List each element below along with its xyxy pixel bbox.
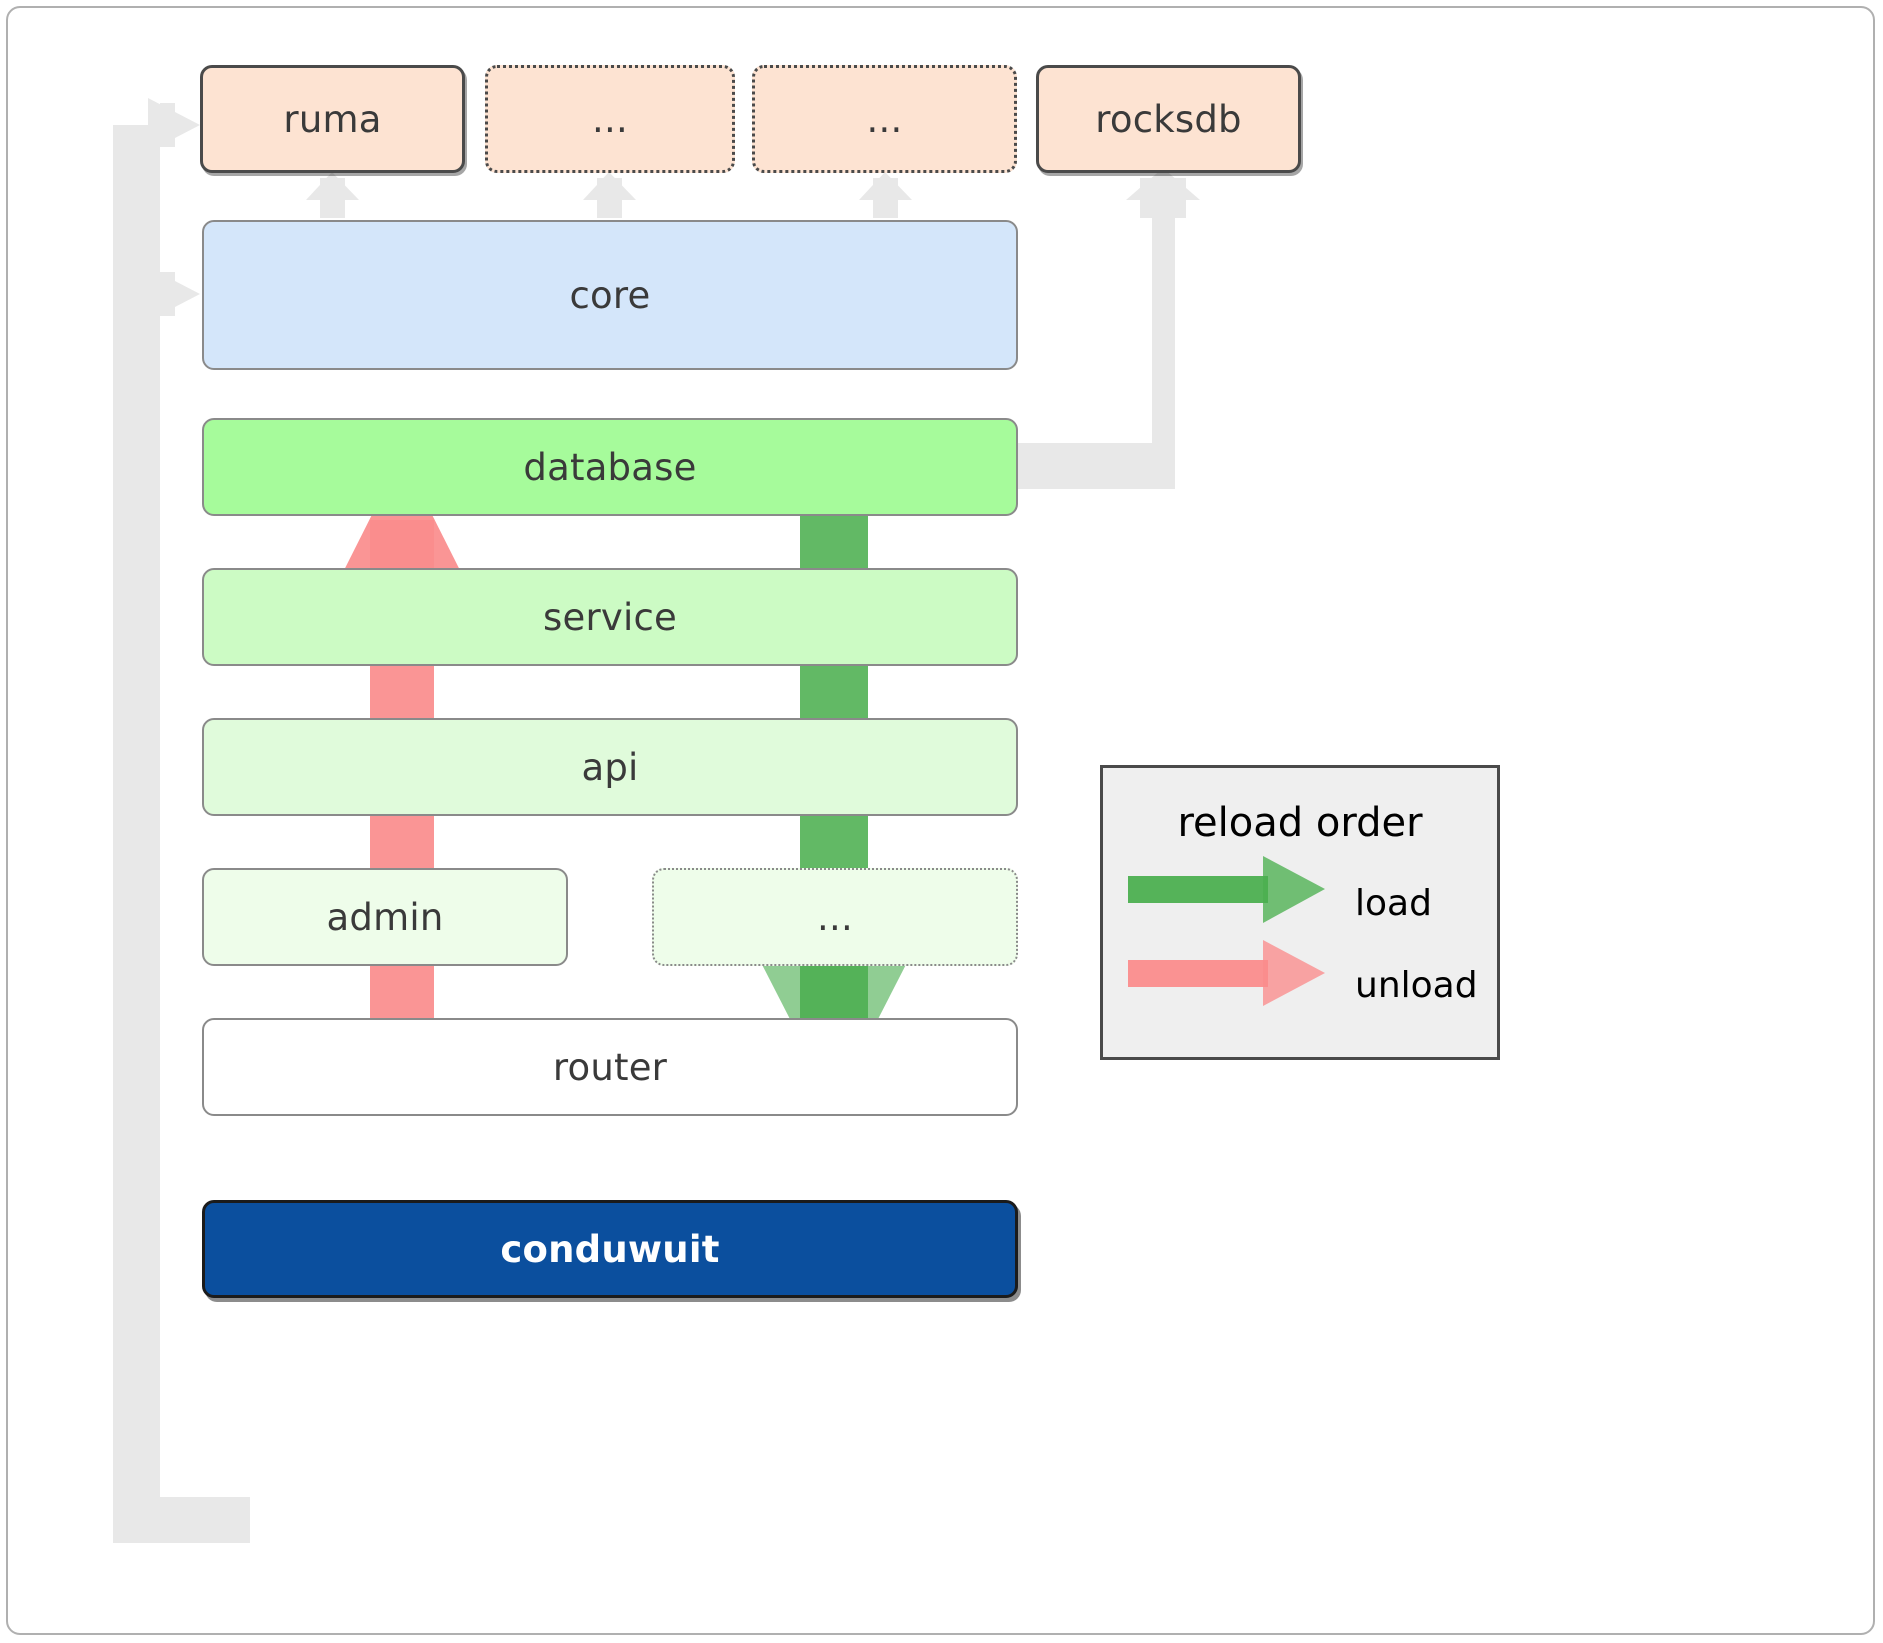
node-service-label: service: [543, 595, 677, 639]
node-dependency-dots-2[interactable]: ...: [752, 65, 1017, 173]
node-router[interactable]: router: [202, 1018, 1018, 1116]
node-rocksdb-label: rocksdb: [1095, 97, 1242, 141]
node-ruma[interactable]: ruma: [200, 65, 465, 173]
node-database[interactable]: database: [202, 418, 1018, 516]
node-dependency-dots-1-label: ...: [592, 97, 628, 141]
node-service[interactable]: service: [202, 568, 1018, 666]
legend: reload order load unload: [1100, 765, 1500, 1060]
node-admin[interactable]: admin: [202, 868, 568, 966]
node-admin-label: admin: [326, 895, 444, 939]
node-ruma-label: ruma: [283, 97, 382, 141]
node-conduwuit[interactable]: conduwuit: [202, 1200, 1018, 1298]
node-database-label: database: [523, 445, 697, 489]
legend-unload-arrow-icon: [1128, 940, 1325, 1006]
node-dependency-dots-1[interactable]: ...: [485, 65, 735, 173]
node-core[interactable]: core: [202, 220, 1018, 370]
legend-label-load: load: [1355, 883, 1432, 924]
legend-title: reload order: [1177, 800, 1423, 846]
legend-load-arrow-icon: [1128, 856, 1325, 923]
legend-label-unload: unload: [1355, 965, 1478, 1006]
node-conduwuit-label: conduwuit: [500, 1227, 720, 1271]
node-api-label: api: [581, 745, 639, 789]
node-rocksdb[interactable]: rocksdb: [1036, 65, 1301, 173]
node-layer-dots-label: ...: [817, 895, 853, 939]
node-dependency-dots-2-label: ...: [866, 97, 903, 141]
legend-arrows: [1128, 856, 1325, 1006]
node-router-label: router: [552, 1045, 668, 1089]
node-layer-dots[interactable]: ...: [652, 868, 1018, 966]
node-core-label: core: [569, 273, 651, 317]
node-api[interactable]: api: [202, 718, 1018, 816]
